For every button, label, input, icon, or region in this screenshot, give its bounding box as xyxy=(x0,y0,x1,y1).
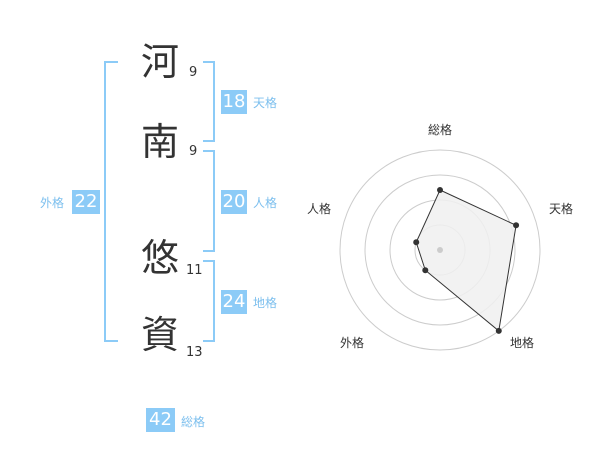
name-char-2: 南 xyxy=(140,120,179,164)
gaikaku-value: 22 xyxy=(72,190,100,214)
chikaku-value: 24 xyxy=(221,290,247,314)
radar-point xyxy=(513,222,520,229)
name-char-3: 悠 xyxy=(140,236,179,280)
gaikaku-label: 外格 xyxy=(40,196,65,210)
radar-point xyxy=(495,327,502,334)
radar-series xyxy=(415,189,517,332)
jinkaku-label: 人格 xyxy=(253,196,278,210)
tenkaku-value: 18 xyxy=(221,90,247,114)
radar-points xyxy=(413,187,520,334)
stroke-count-4: 13 xyxy=(186,345,203,360)
soukaku-value: 42 xyxy=(146,408,175,432)
radar-label-gaikaku: 外格 xyxy=(340,336,365,350)
stroke-count-3: 11 xyxy=(186,263,203,278)
radar-point xyxy=(437,187,443,193)
soukaku-label: 総格 xyxy=(181,415,206,429)
radar-center xyxy=(437,247,443,253)
chikaku-bracket xyxy=(203,260,215,342)
stroke-count-2: 9 xyxy=(189,144,198,159)
gaikaku-bracket xyxy=(104,61,118,342)
radar-label-chikaku: 地格 xyxy=(510,336,535,350)
radar-point xyxy=(422,267,429,274)
tenkaku-bracket xyxy=(203,61,215,142)
radar-ring xyxy=(339,149,541,351)
jinkaku-value: 20 xyxy=(221,190,247,214)
chikaku-label: 地格 xyxy=(253,296,278,310)
stroke-count-1: 9 xyxy=(189,65,198,80)
name-char-1: 河 xyxy=(140,40,179,84)
radar-label-soukaku: 総格 xyxy=(428,123,453,137)
jinkaku-bracket xyxy=(203,150,215,252)
name-char-4: 資 xyxy=(140,313,179,357)
radar-point xyxy=(413,239,420,246)
radar-label-tenkaku: 天格 xyxy=(549,202,574,216)
tenkaku-label: 天格 xyxy=(253,96,278,110)
radar-label-jinkaku: 人格 xyxy=(307,202,332,216)
radar-ring xyxy=(364,174,516,326)
